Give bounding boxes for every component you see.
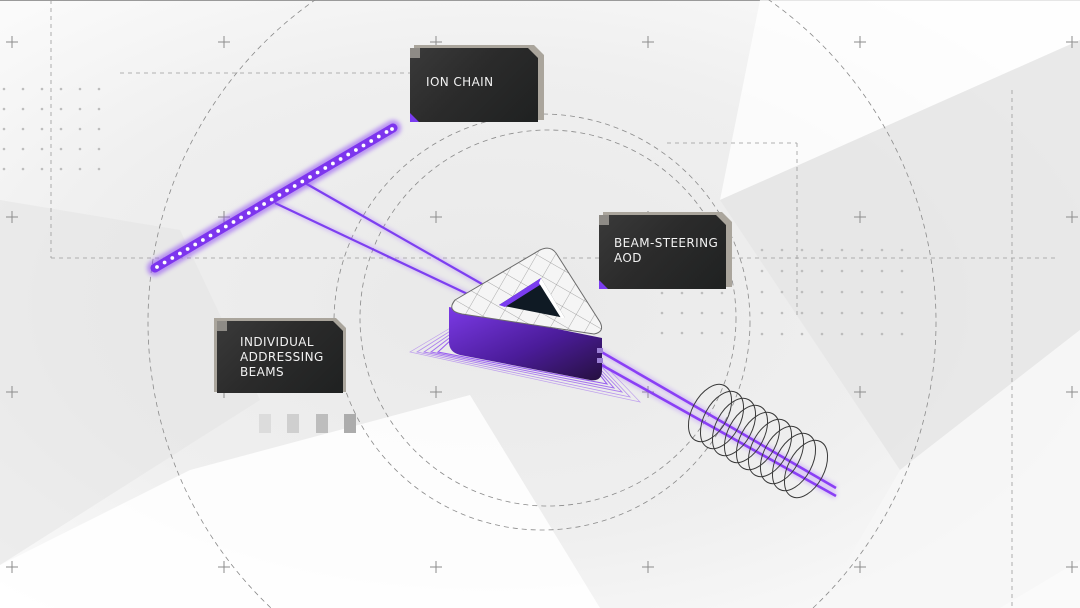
aod-aperture bbox=[499, 278, 565, 318]
ion-dots bbox=[155, 127, 394, 269]
top-border bbox=[0, 0, 1080, 1]
label-individual-addressing-beams: INDIVIDUAL ADDRESSING BEAMS bbox=[214, 318, 346, 394]
input-beams bbox=[596, 347, 838, 499]
label-ion-chain: ION CHAIN bbox=[410, 45, 544, 122]
label-ion-chain-text: ION CHAIN bbox=[426, 75, 494, 89]
dot-grid-left bbox=[2, 87, 101, 171]
upper-light-wedge bbox=[720, 0, 1080, 200]
lower-light-wedge bbox=[0, 395, 600, 608]
shade-chip-4 bbox=[344, 414, 356, 433]
label-individual-addressing-beams-text: INDIVIDUAL ADDRESSING BEAMS bbox=[240, 335, 324, 379]
guide-circles bbox=[147, 0, 937, 608]
corner-square bbox=[410, 48, 420, 58]
accent-corner bbox=[410, 113, 419, 122]
individual-addressing-beams bbox=[273, 180, 484, 301]
helical-coil bbox=[687, 383, 829, 499]
dot-grid-right bbox=[660, 248, 904, 336]
shade-chip-3 bbox=[316, 414, 328, 433]
corner-square bbox=[217, 321, 227, 331]
guide-lines bbox=[50, 0, 1058, 608]
corner-square bbox=[599, 215, 609, 225]
right-shade bbox=[720, 40, 1080, 470]
left-shade bbox=[0, 200, 260, 565]
beam-steering-aod bbox=[449, 247, 603, 381]
label-beam-steering-aod-text: BEAM-STEERING AOD bbox=[614, 236, 719, 265]
accent-corner bbox=[599, 280, 608, 289]
shade-chip-2 bbox=[287, 414, 299, 433]
ion-chain bbox=[147, 120, 401, 276]
aod-ripples bbox=[409, 326, 642, 403]
aod-side bbox=[449, 307, 602, 381]
shade-chip-1 bbox=[259, 414, 271, 433]
label-beam-steering-aod: BEAM-STEERING AOD bbox=[599, 212, 732, 289]
